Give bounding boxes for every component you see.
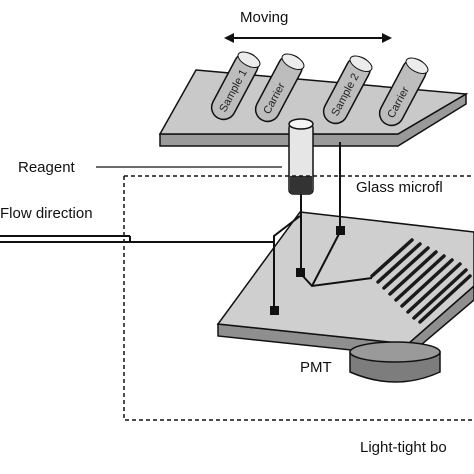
outlet-port: [270, 306, 279, 315]
light-tight-box-label: Light-tight bo: [360, 439, 447, 456]
tube-sample-2: Sample 2: [322, 55, 373, 125]
tube-carrier-2: Carrier: [378, 57, 429, 127]
pmt-detector: [349, 341, 441, 383]
reagent-vial: [288, 118, 314, 204]
inlet-port-reagent: [296, 268, 305, 277]
glass-chip: [216, 211, 474, 357]
flow-direction-label: Flow direction: [0, 205, 93, 222]
moving-label: Moving: [240, 9, 288, 26]
waste-line: [273, 215, 301, 312]
chip-channel-right: [311, 231, 341, 287]
glass-chip-label: Glass microfl: [356, 179, 443, 196]
light-tight-box: [123, 175, 474, 421]
reagent-label: Reagent: [18, 159, 76, 176]
serpentine-channel: [370, 238, 472, 324]
pmt-label: PMT: [300, 359, 332, 376]
fluid-tubing: [129, 142, 373, 312]
inlet-port-sample: [336, 226, 345, 235]
